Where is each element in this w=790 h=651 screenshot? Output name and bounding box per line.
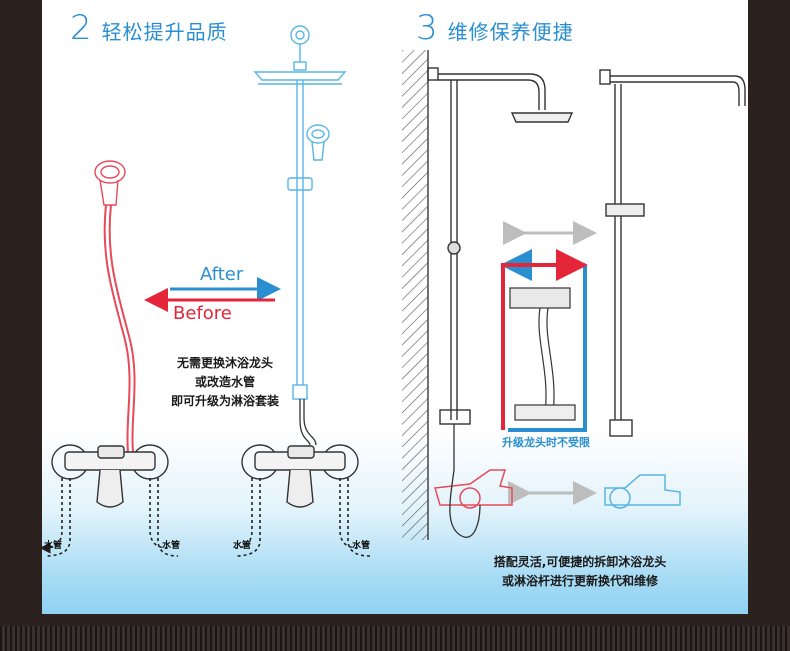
note-left-line-1: 无需更换沐浴龙头	[176, 356, 273, 370]
hose-right	[449, 424, 481, 538]
detached-rod	[599, 69, 746, 437]
after-label: After	[200, 264, 244, 285]
faucet-blue	[604, 474, 681, 509]
upgrade-frame	[500, 249, 588, 432]
section-3-number: 3	[416, 8, 438, 48]
section-2-number: 2	[70, 8, 92, 48]
bottom-border	[0, 614, 790, 651]
pipe-label-2: 水管	[162, 541, 181, 551]
note-right-line-1: 搭配灵活,可便捷的拆卸沐浴龙头	[493, 555, 667, 569]
zoom-detail	[509, 287, 576, 421]
hand-shower-before	[94, 160, 136, 453]
note-right: 搭配灵活,可便捷的拆卸沐浴龙头 或淋浴杆进行更新换代和维修	[450, 553, 710, 591]
pipes-center	[234, 478, 371, 557]
pipes-left	[39, 478, 179, 557]
before-label: Before	[173, 303, 232, 324]
faucet-left	[51, 444, 169, 508]
section-3-text: 维修保养便捷	[447, 20, 574, 44]
note-left-line-2: 或改造水管	[194, 375, 255, 389]
hose-center	[299, 399, 317, 446]
pipe-label-1: 水管	[44, 541, 63, 551]
upgrade-label: 升级龙头时不受限	[502, 436, 590, 449]
pipe-label-3: 水管	[233, 541, 252, 551]
faucet-center	[241, 444, 359, 508]
note-right-line-2: 或淋浴杆进行更新换代和维修	[501, 574, 658, 588]
section-2-text: 轻松提升品质	[101, 20, 228, 44]
section-2-title: 2 轻松提升品质	[70, 8, 228, 48]
section-3-title: 3 维修保养便捷	[416, 8, 574, 48]
wall-hatch	[402, 50, 428, 540]
shower-set-after	[253, 25, 347, 400]
faucet-red	[434, 469, 513, 509]
pipe-label-4: 水管	[352, 541, 371, 551]
note-left-line-3: 即可升级为淋浴套装	[170, 394, 279, 408]
note-left: 无需更换沐浴龙头 或改造水管 即可升级为淋浴套装	[150, 354, 300, 411]
installed-shower	[427, 67, 574, 425]
